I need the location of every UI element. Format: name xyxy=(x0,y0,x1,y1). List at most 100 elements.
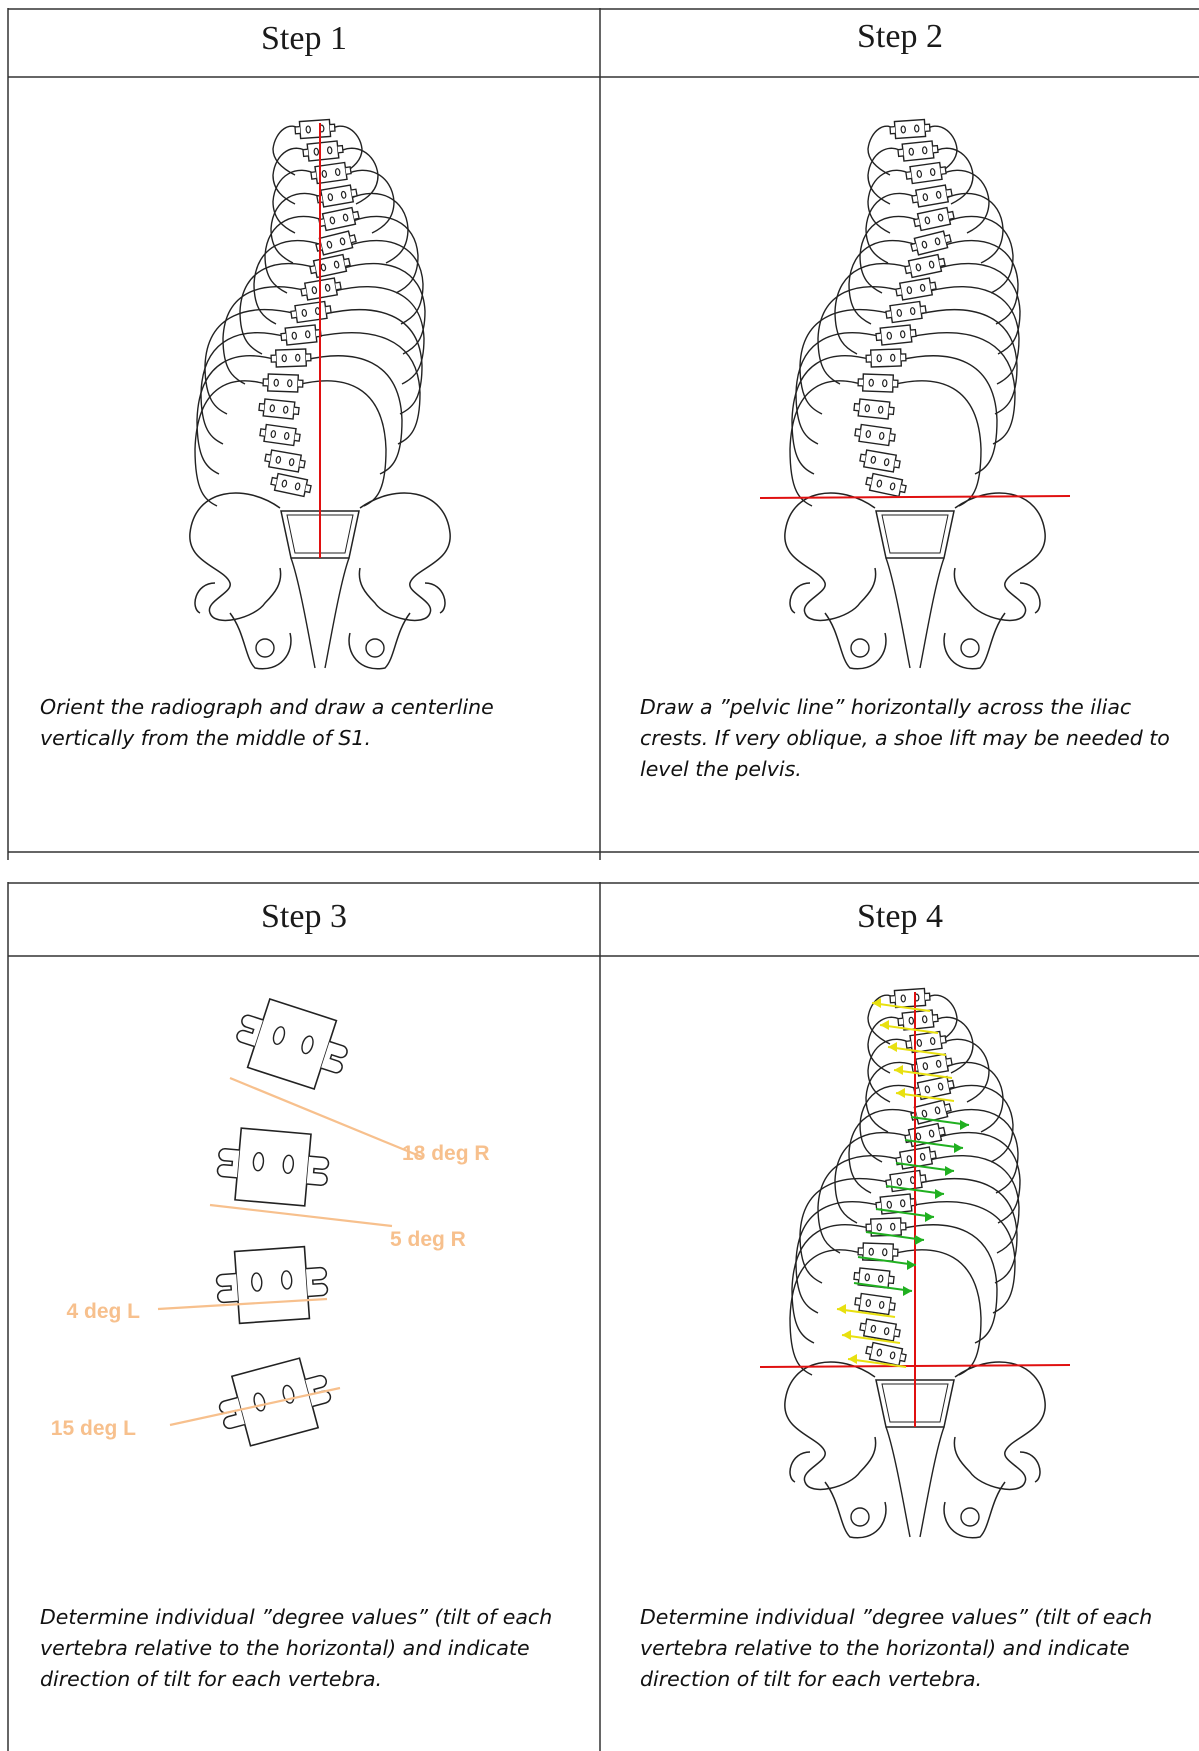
rib xyxy=(900,356,997,474)
transverse-process xyxy=(294,407,299,414)
transverse-process xyxy=(306,1267,328,1296)
rib xyxy=(271,193,323,263)
rib xyxy=(790,1250,864,1375)
transverse-process xyxy=(216,1273,238,1302)
transverse-process xyxy=(325,306,331,313)
vertebra xyxy=(911,184,953,208)
transverse-process xyxy=(866,1224,871,1231)
vertebra xyxy=(875,324,916,345)
rib xyxy=(930,287,1019,384)
vertebra xyxy=(859,449,901,473)
rib xyxy=(315,333,420,444)
tilt-arrow xyxy=(896,1088,905,1098)
transverse-process xyxy=(345,167,351,174)
transverse-process xyxy=(271,355,276,362)
vertebra xyxy=(259,424,301,446)
pelvic-line xyxy=(760,496,1070,498)
vertebral-body xyxy=(285,325,317,345)
left-ilium xyxy=(190,493,281,620)
spine-tilt-arrows-figure xyxy=(735,982,1095,1542)
tilt-arrow xyxy=(925,1212,934,1222)
pelvic-line xyxy=(760,1365,1070,1367)
transverse-process xyxy=(925,124,930,131)
tilt-degree-label: 4 deg L xyxy=(66,1300,140,1323)
vertebra xyxy=(280,324,321,345)
tilt-arrow xyxy=(954,1143,963,1153)
transverse-process xyxy=(260,429,266,436)
vertebral-body xyxy=(859,424,891,445)
transverse-process xyxy=(889,1303,895,1310)
step-3-caption: Determine individual ”degree values” (ti… xyxy=(40,1602,585,1695)
step-4-caption: Determine individual ”degree values” (ti… xyxy=(640,1602,1185,1695)
vertebral-body xyxy=(916,185,948,207)
vertebra xyxy=(890,988,931,1008)
step-4-title: Step 4 xyxy=(600,898,1199,936)
rib xyxy=(344,264,425,354)
vertebral-body xyxy=(918,208,951,231)
transverse-process xyxy=(920,306,926,313)
vertebra xyxy=(865,473,907,498)
left-ilium xyxy=(785,1362,876,1489)
transverse-process xyxy=(898,1018,903,1025)
transverse-process xyxy=(858,379,863,386)
left-femur-outline xyxy=(195,583,291,669)
right-femur-outline xyxy=(349,583,445,669)
transverse-process xyxy=(259,404,264,411)
rib xyxy=(920,310,1017,414)
steps-1-2-panel: Step 1 Step 2 Orient the radiograph and … xyxy=(0,8,1199,860)
left-femur-outline xyxy=(790,1452,886,1538)
left-ilium xyxy=(785,493,876,620)
tilt-line xyxy=(210,1205,392,1226)
vertebra xyxy=(905,162,947,184)
right-obturator xyxy=(366,639,384,657)
vertebra xyxy=(885,301,927,323)
vertebral-body xyxy=(248,999,337,1089)
tilt-degree-label: 18 deg R xyxy=(402,1142,490,1165)
vertebra xyxy=(910,230,953,256)
vertebral-body xyxy=(863,374,894,392)
step-2-title: Step 2 xyxy=(600,18,1199,56)
transverse-process xyxy=(307,1156,329,1186)
vertebra xyxy=(290,301,332,323)
pelvis xyxy=(785,493,1045,669)
rib xyxy=(195,381,269,506)
vertebral-body xyxy=(914,231,947,255)
transverse-process xyxy=(889,1276,894,1283)
vertebra xyxy=(295,119,336,139)
vertebra xyxy=(895,277,937,301)
transverse-process xyxy=(890,996,895,1003)
vertebral-body xyxy=(902,1010,934,1030)
transverse-process xyxy=(911,330,916,337)
step-2-caption: Draw a ”pelvic line” horizontally across… xyxy=(640,692,1185,785)
vertebra xyxy=(890,119,931,139)
spine-drawing xyxy=(760,988,1070,1538)
spine-drawing xyxy=(760,119,1070,669)
vertebral-body xyxy=(307,141,339,161)
vertebral-body xyxy=(859,1293,891,1314)
step-3-title: Step 3 xyxy=(8,898,600,936)
vertebral-body xyxy=(235,1247,310,1324)
tilt-degree-label: 15 deg L xyxy=(51,1417,136,1440)
vertebra xyxy=(913,207,955,232)
vertebra xyxy=(904,254,946,279)
vertebra xyxy=(897,140,938,161)
vertebral-body xyxy=(268,374,299,392)
pubic-rami xyxy=(886,1427,944,1537)
transverse-process xyxy=(866,355,871,362)
vertebra xyxy=(264,449,306,473)
tilt-arrow xyxy=(960,1120,969,1130)
tilt-arrow xyxy=(945,1166,954,1176)
transverse-process xyxy=(925,993,930,1000)
vertebral-body xyxy=(871,349,902,367)
rib xyxy=(350,241,423,324)
vertebral-body xyxy=(314,255,347,278)
vertebra xyxy=(263,374,303,392)
large-vertebra xyxy=(215,1245,330,1324)
vertebral-body xyxy=(900,278,932,300)
vertebral-body xyxy=(299,119,330,138)
vertebra xyxy=(258,398,299,419)
transverse-process xyxy=(893,380,898,387)
right-femur-outline xyxy=(944,1452,1040,1538)
left-obturator xyxy=(851,1508,869,1526)
vertebra xyxy=(302,140,343,161)
